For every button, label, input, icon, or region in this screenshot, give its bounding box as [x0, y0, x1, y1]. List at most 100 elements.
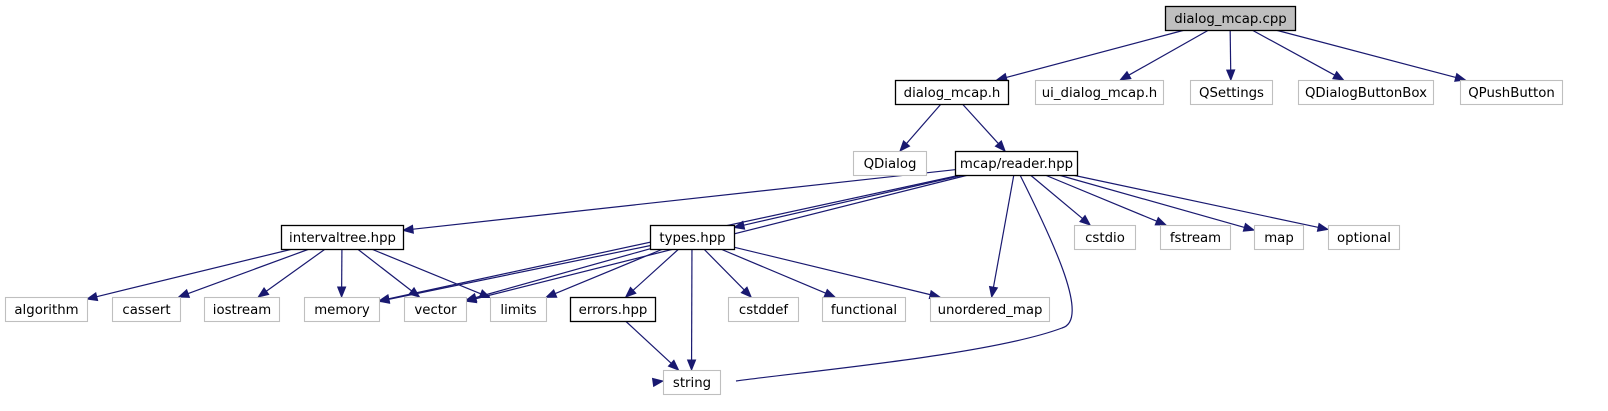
node-memory: memory [303, 296, 381, 323]
node-label: cstddef [739, 303, 789, 318]
edge-line [1127, 29, 1210, 77]
node-label: QDialogButtonBox [1305, 86, 1427, 101]
node-unordered-map: unordered_map [929, 296, 1051, 323]
node-box [203, 296, 281, 323]
node-qsettings: QSettings [1189, 79, 1274, 106]
edge-mcap-reader-hpp-to-fstream [1044, 174, 1168, 226]
node-box [280, 224, 405, 251]
arrow-head [651, 377, 665, 388]
edge-dialog-mcap-cpp-to-qsettings [1225, 29, 1236, 82]
edge-line [411, 169, 956, 230]
edge-line [1275, 29, 1457, 79]
arrow-head [988, 285, 999, 299]
edge-mcap-reader-hpp-to-types-hpp [732, 174, 964, 230]
node-dialog-mcap-h[interactable]: dialog_mcap.h [894, 79, 1010, 106]
edge-types-hpp-to-unordered-map [733, 246, 942, 300]
edge-line [1058, 174, 1246, 229]
node-ui-dialog-mcap-h: ui_dialog_mcap.h [1034, 79, 1165, 106]
edge-mcap-reader-hpp-to-intervaltree-hpp [401, 169, 956, 234]
arrow-head [1119, 70, 1132, 81]
node-string: string [662, 369, 722, 396]
edge-types-hpp-to-vector [464, 248, 651, 303]
node-box [303, 296, 381, 323]
node-box [4, 296, 89, 323]
node-box [569, 296, 657, 323]
edge-dialog-mcap-cpp-to-qdialogbuttonbox [1251, 29, 1345, 81]
node-errors-hpp[interactable]: errors.hpp [569, 296, 657, 323]
edge-line [371, 248, 482, 295]
edge-intervaltree-hpp-to-iostream [257, 248, 326, 298]
node-cstdio: cstdio [1073, 224, 1137, 251]
edge-line [625, 320, 673, 365]
arrow-head [1154, 216, 1168, 226]
edge-line [720, 248, 827, 295]
node-label: ui_dialog_mcap.h [1042, 86, 1157, 101]
edge-types-hpp-to-string [686, 248, 697, 372]
arrow-head [732, 220, 746, 230]
node-box [1159, 224, 1232, 251]
edge-line [961, 103, 1000, 145]
arrow-head [85, 291, 99, 302]
node-label: string [673, 376, 711, 391]
node-label: algorithm [14, 303, 78, 318]
node-iostream: iostream [203, 296, 281, 323]
node-cassert: cassert [111, 296, 182, 323]
edge-line [1229, 29, 1232, 72]
edge-dialog-mcap-cpp-to-qpushbutton [1275, 29, 1467, 82]
node-box [821, 296, 907, 323]
node-box [662, 369, 722, 396]
node-box [1253, 224, 1305, 251]
edge-line [1005, 29, 1185, 79]
node-types-hpp[interactable]: types.hpp [649, 224, 736, 251]
arrow-head [257, 287, 270, 298]
edge-line [474, 248, 651, 299]
edge-line [1044, 174, 1158, 223]
edge-mcap-reader-hpp-to-map [1058, 174, 1256, 232]
node-qdialogbuttonbox: QDialogButtonBox [1297, 79, 1435, 106]
edge-line [742, 174, 964, 226]
edge-line [265, 248, 326, 293]
arrow-head [899, 139, 911, 153]
node-box [929, 296, 1051, 323]
edge-line [632, 248, 680, 292]
arrow-head [377, 294, 391, 304]
nodes-layer: dialog_mcap.cpp dialog_mcap.h ui_dialog_mc… [4, 5, 1564, 396]
node-intervaltree-hpp[interactable]: intervaltree.hpp [280, 224, 405, 251]
arrow-head [823, 288, 837, 298]
arrow-head [544, 289, 558, 298]
node-map: map [1253, 224, 1305, 251]
edge-types-hpp-to-errors-hpp [624, 248, 680, 298]
edge-types-hpp-to-memory [377, 245, 651, 304]
edge-line [703, 248, 746, 292]
node-label: iostream [213, 303, 271, 318]
edge-mcap-reader-hpp-to-string [651, 174, 1073, 388]
node-label: QSettings [1199, 86, 1264, 101]
arrow-head [1225, 69, 1236, 82]
edge-line [992, 174, 1015, 289]
node-mcap-reader-hpp[interactable]: mcap/reader.hpp [954, 150, 1079, 177]
edge-dialog-mcap-h-to-mcap-reader-hpp [961, 103, 1007, 152]
node-label: mcap/reader.hpp [960, 157, 1073, 172]
node-box [727, 296, 800, 323]
arrow-head [667, 359, 680, 371]
edge-line [735, 174, 1073, 382]
node-box [1297, 79, 1435, 106]
node-label: cstdio [1085, 231, 1125, 246]
node-box [649, 224, 736, 251]
node-label: unordered_map [938, 303, 1043, 318]
edge-types-hpp-to-functional [720, 248, 837, 298]
node-vector: vector [403, 296, 468, 323]
node-qdialog: QDialog [852, 150, 928, 177]
edge-line [95, 248, 293, 298]
node-label: optional [1337, 231, 1391, 246]
node-box [1164, 5, 1297, 32]
node-label: map [1264, 231, 1294, 246]
node-label: types.hpp [659, 231, 725, 246]
node-box [1073, 224, 1137, 251]
node-limits: limits [489, 296, 548, 323]
arrow-head [994, 140, 1007, 152]
edge-line [357, 248, 413, 292]
node-label: memory [314, 303, 370, 318]
node-dialog-mcap-cpp: dialog_mcap.cpp [1164, 5, 1297, 32]
